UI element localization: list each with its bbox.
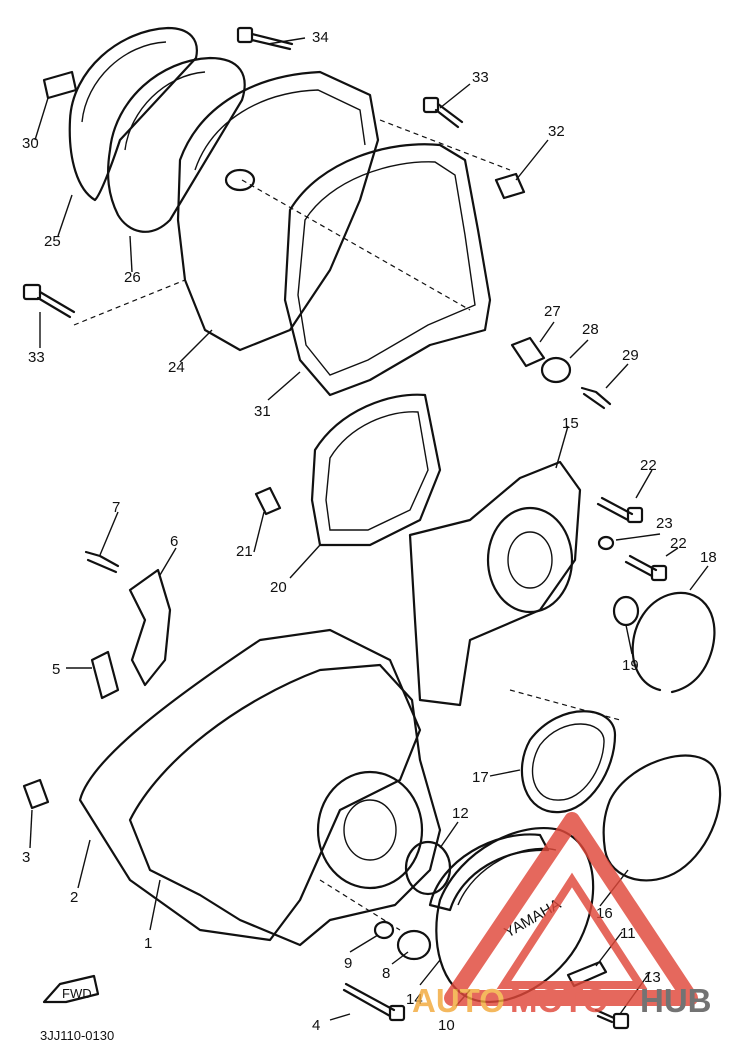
oring-23 [597,535,615,551]
cover-1-boss [316,770,424,890]
cover-25 [68,26,198,202]
label-27: 27 [544,303,561,320]
gasket-26 [106,56,246,233]
bracket-6 [128,568,172,687]
label-7: 7 [112,499,120,516]
bolt-33-left [22,283,76,319]
watermark-triangle-icon [444,812,698,1006]
ring-17 [520,710,617,814]
label-22-lower: 22 [670,535,687,552]
label-31: 31 [254,403,271,420]
bolt-33-top [422,96,464,129]
label-6: 6 [170,533,178,550]
gasket-31-inner [297,161,476,376]
label-1: 1 [144,935,152,952]
circlip-18 [631,591,716,694]
screw-13-head [612,1012,630,1030]
upper-cover-group [22,26,612,410]
label-8: 8 [382,965,390,982]
label-28: 28 [582,321,599,338]
label-10: 10 [438,1017,455,1034]
label-14: 14 [406,991,423,1008]
cap-16 [602,754,722,882]
label-11: 11 [620,925,636,942]
plug-8 [396,929,432,961]
fwd-arrow: FWD [42,974,100,1004]
label-33-top: 33 [472,69,489,86]
cover-10 [435,827,595,1003]
watermark: AUTO MOTO HUB [412,812,712,1019]
ring-17-inner [531,723,605,801]
label-26: 26 [124,269,141,286]
dowel-21 [254,486,282,516]
gasket-14 [428,833,550,912]
oring-12 [404,840,452,896]
label-24: 24 [168,359,185,376]
plate-5 [90,650,120,700]
dowel-32 [494,172,526,200]
label-21: 21 [236,543,253,560]
fwd-label: FWD [62,986,92,1001]
bolt-34 [236,26,294,51]
bolt-22-lower [624,554,668,582]
label-12: 12 [452,805,469,822]
bolt-4 [342,982,396,1018]
dowel-3 [22,778,50,810]
gasket-2 [78,628,422,942]
emblem-30 [42,70,78,100]
seal-19 [612,595,640,627]
dowel-27 [510,336,546,368]
cover-25-inner [81,41,167,123]
label-4: 4 [312,1017,320,1034]
middle-group [84,393,716,707]
label-17: 17 [472,769,489,786]
label-34: 34 [312,29,329,46]
label-20: 20 [270,579,287,596]
label-15: 15 [562,415,579,432]
gasket-26-inner [124,71,206,151]
cover-1-boss-inner [343,799,397,861]
label-2: 2 [70,889,78,906]
gasket-31 [283,143,492,397]
bolt-29 [580,386,612,410]
cover-24-rim [194,89,366,171]
ring-28 [540,356,572,384]
housing-15-bore [486,506,574,614]
label-33-left: 33 [28,349,45,366]
housing-15-bore-inner [507,531,553,589]
cover-24-hole [224,168,256,192]
label-22-upper: 22 [640,457,657,474]
screw-13 [594,1008,616,1024]
part-labels: 1 2 3 4 5 6 7 8 9 10 11 12 13 14 15 16 1… [22,29,717,1034]
gasket-20-inner [325,411,429,531]
cover-24 [176,70,380,352]
label-32: 32 [548,123,565,140]
housing-15 [408,460,582,707]
watermark-hub: HUB [640,982,712,1019]
label-18: 18 [700,549,717,566]
drawing-code: 3JJ110-0130 [40,1028,114,1043]
gasket-20 [310,393,442,547]
bolt-4-head [388,1004,406,1022]
ring-9 [373,920,395,940]
screw-7 [84,550,120,574]
watermark-auto: AUTO [412,982,505,1019]
label-9: 9 [344,955,352,972]
lower-cover-group: YAMAHA FWD [22,628,722,1030]
label-25: 25 [44,233,61,250]
label-23: 23 [656,515,673,532]
label-5: 5 [52,661,60,678]
label-19: 19 [622,657,639,674]
cover-1 [128,663,442,947]
label-30: 30 [22,135,39,152]
watermark-moto: MOTO [510,982,608,1019]
bolt-22-upper [596,496,644,524]
label-29: 29 [622,347,639,364]
leader-lines [29,37,709,1021]
label-3: 3 [22,849,30,866]
label-13: 13 [644,969,661,986]
